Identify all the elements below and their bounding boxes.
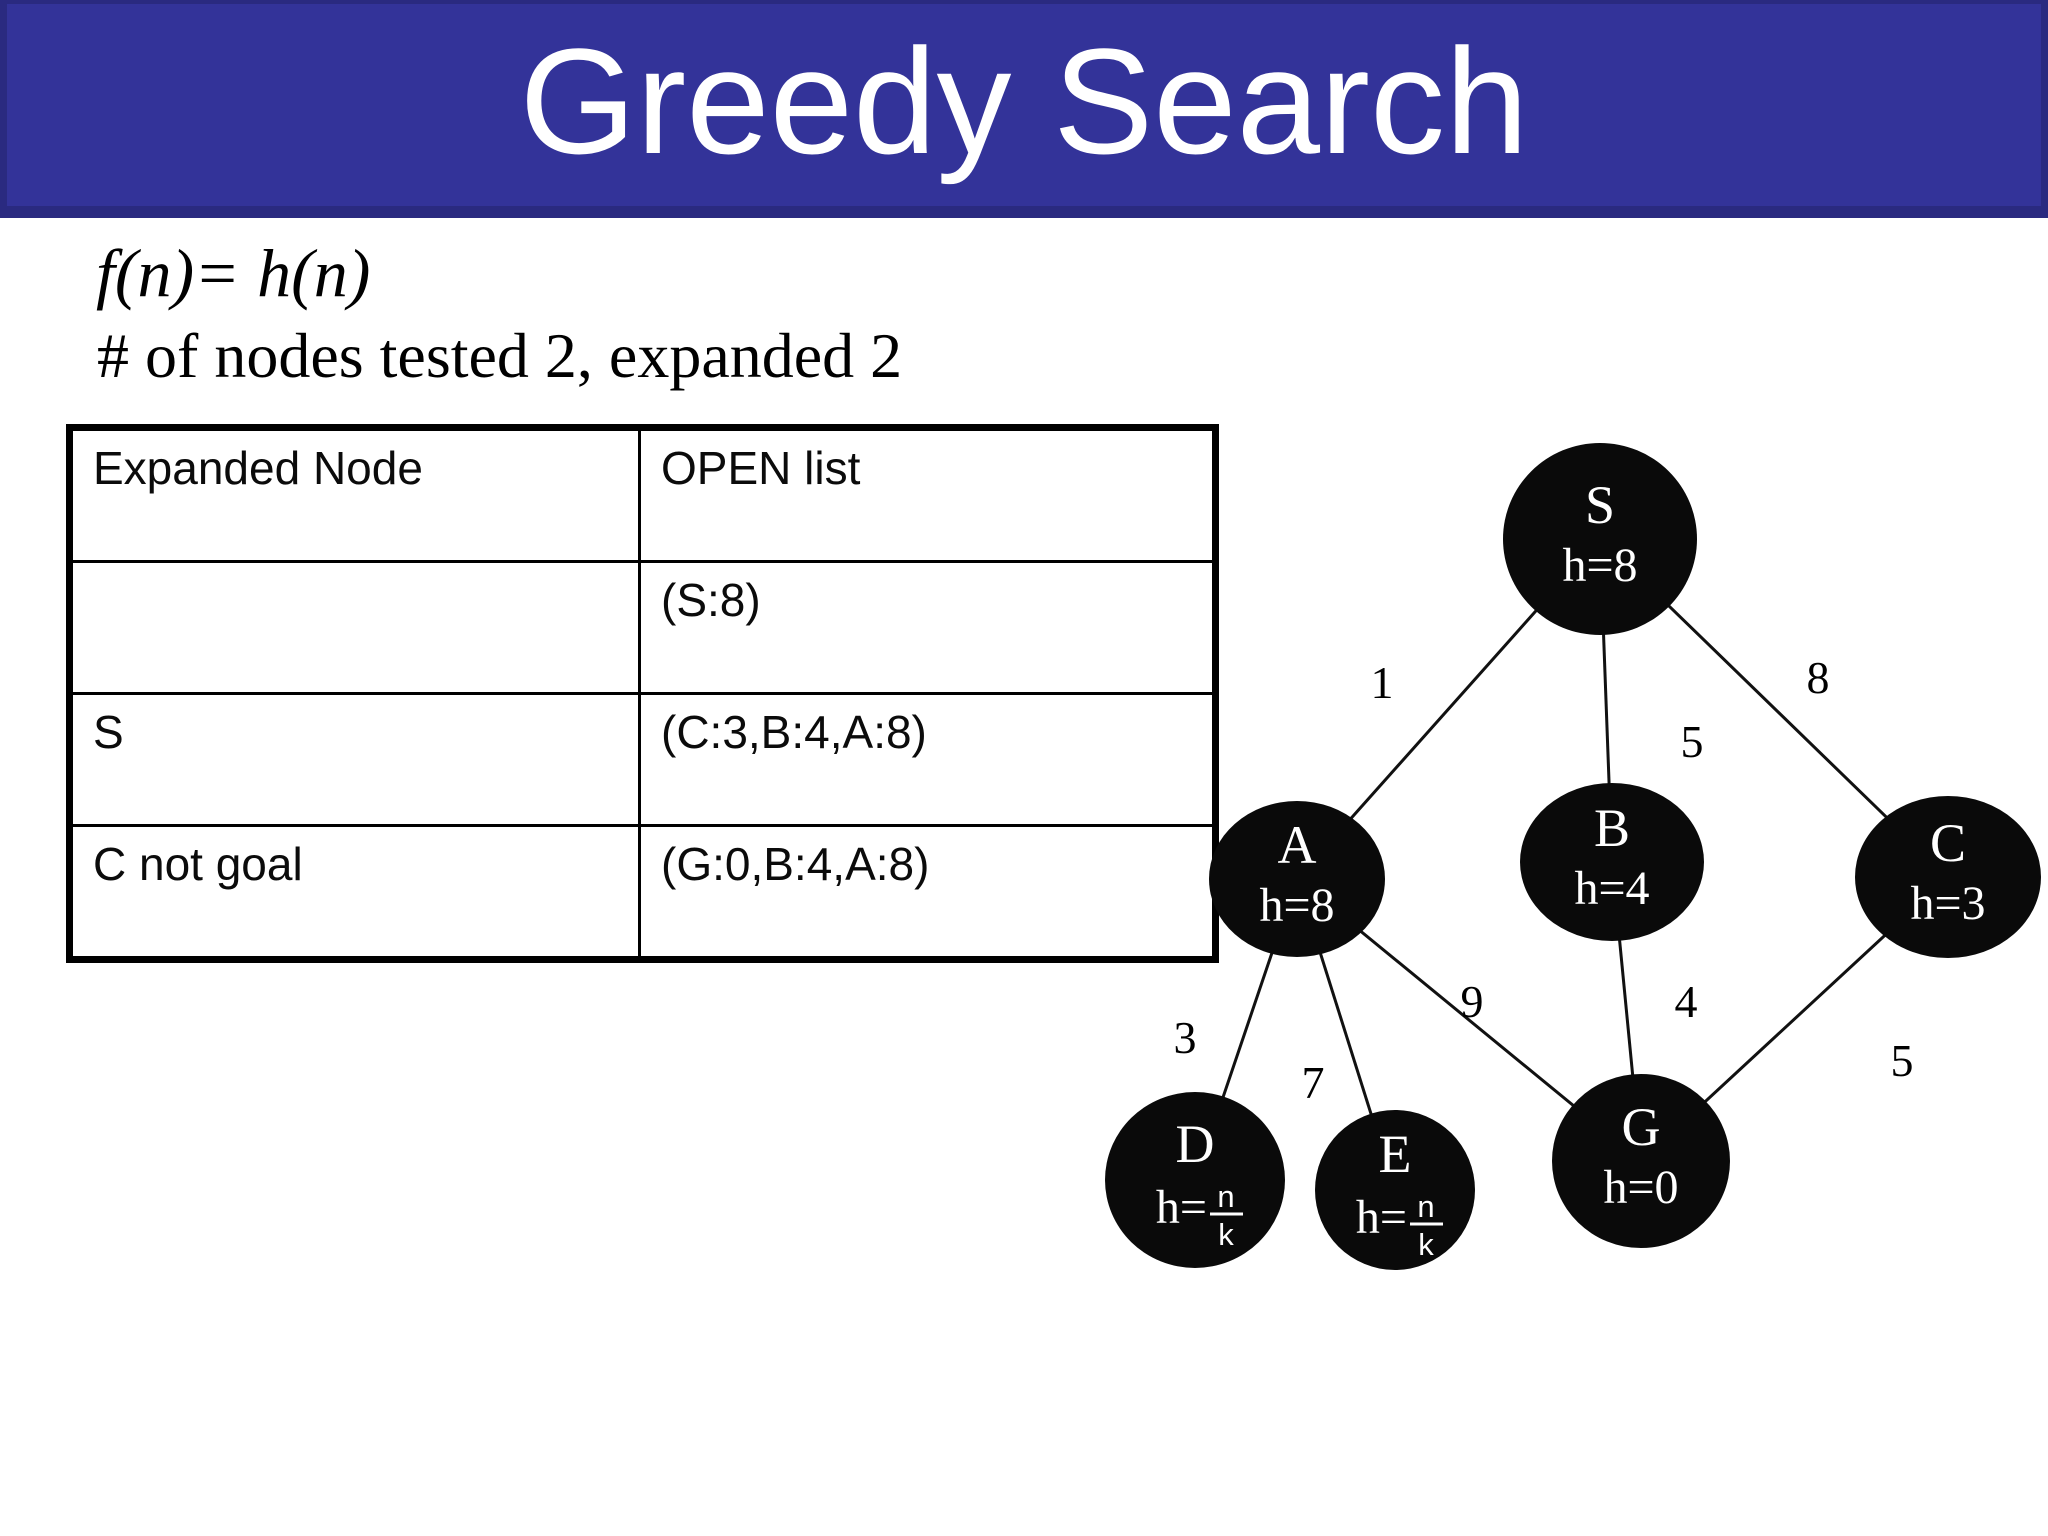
node-letter: G — [1622, 1097, 1661, 1157]
page-title: Greedy Search — [519, 17, 1529, 185]
node-heuristic: h=8 — [1259, 879, 1334, 932]
cell-open-list: (G:0,B:4,A:8) — [638, 824, 1217, 961]
fraction-denominator: k — [1218, 1217, 1234, 1252]
cell-open-list: (C:3,B:4,A:8) — [638, 692, 1217, 827]
header-expanded-node: Expanded Node — [68, 426, 641, 563]
node-circle — [1209, 801, 1385, 957]
cell-expanded-node — [68, 560, 641, 695]
node-circle — [1503, 443, 1697, 635]
graph-node-D: D h= n k — [1105, 1092, 1285, 1268]
node-circle — [1552, 1074, 1730, 1248]
graph-node-B: B h=4 — [1520, 783, 1704, 941]
node-heuristic: h=4 — [1574, 862, 1649, 915]
graph-node-E: E h= n k — [1315, 1110, 1475, 1270]
node-circle — [1315, 1110, 1475, 1270]
fraction-denominator: k — [1418, 1227, 1434, 1262]
edge-weight-S-B: 5 — [1681, 716, 1704, 767]
node-letter: S — [1585, 475, 1615, 535]
fraction-numerator: n — [1417, 1189, 1434, 1224]
edge-weight-S-C: 8 — [1807, 652, 1830, 703]
cell-expanded-node: S — [68, 692, 641, 827]
edge-weight-S-A: 1 — [1371, 657, 1394, 708]
node-letter: C — [1930, 813, 1966, 873]
node-letter: A — [1278, 815, 1317, 875]
cell-expanded-node: C not goal — [68, 824, 641, 961]
table-row: C not goal (G:0,B:4,A:8) — [68, 824, 1217, 961]
node-letter: B — [1594, 798, 1630, 858]
node-circle — [1105, 1092, 1285, 1268]
graph-node-A: A h=8 — [1209, 801, 1385, 957]
graph-node-C: C h=3 — [1855, 796, 2041, 958]
graph-node-G: G h=0 — [1552, 1074, 1730, 1248]
cell-open-list: (S:8) — [638, 560, 1217, 695]
expansion-trace-table: Expanded Node OPEN list (S:8) S (C:3,B:4… — [66, 424, 1219, 963]
node-heuristic: h=8 — [1562, 539, 1637, 592]
edge-weight-B-G: 4 — [1675, 976, 1698, 1027]
node-heuristic-prefix: h= — [1156, 1181, 1207, 1234]
graph-node-S: S h=8 — [1503, 443, 1697, 635]
fraction-numerator: n — [1217, 1179, 1234, 1214]
edge-weight-C-G: 5 — [1891, 1035, 1914, 1086]
edge-weight-A-D: 3 — [1174, 1012, 1197, 1063]
node-circle — [1855, 796, 2041, 958]
node-circle — [1520, 783, 1704, 941]
title-banner: Greedy Search — [0, 0, 2048, 218]
table-row: S (C:3,B:4,A:8) — [68, 692, 1217, 827]
edge-weight-A-G: 9 — [1461, 976, 1484, 1027]
header-open-list: OPEN list — [638, 426, 1217, 563]
table-row: (S:8) — [68, 560, 1217, 695]
nodes-tested-text: # of nodes tested 2, expanded 2 — [97, 320, 903, 391]
formula-text: f(n)= h(n) — [96, 235, 371, 311]
table-header-row: Expanded Node OPEN list — [68, 426, 1217, 563]
node-letter: D — [1176, 1114, 1215, 1174]
node-heuristic: h=3 — [1910, 877, 1985, 930]
node-letter: E — [1379, 1124, 1412, 1184]
node-heuristic: h=0 — [1603, 1161, 1678, 1214]
edge-weight-A-E: 7 — [1302, 1057, 1325, 1108]
node-heuristic-prefix: h= — [1356, 1191, 1407, 1244]
